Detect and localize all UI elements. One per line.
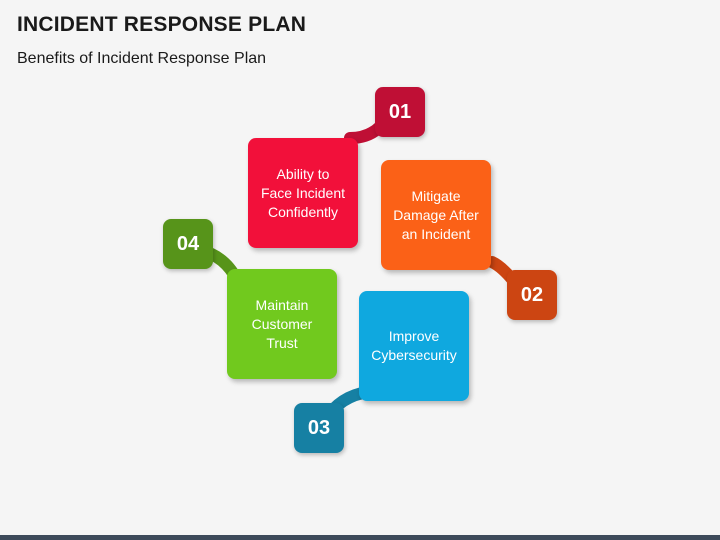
number-badge-01: 01 — [375, 87, 425, 137]
number-badge-03: 03 — [294, 403, 344, 453]
number-badge-04: 04 — [163, 219, 213, 269]
benefit-box-03: Improve Cybersecurity — [359, 291, 469, 401]
benefit-box-02: Mitigate Damage After an Incident — [381, 160, 491, 270]
bottom-bar — [0, 535, 720, 540]
page-title: INCIDENT RESPONSE PLAN — [17, 13, 307, 36]
benefit-box-01: Ability to Face Incident Confidently — [248, 138, 358, 248]
benefit-box-04: Maintain Customer Trust — [227, 269, 337, 379]
number-badge-02: 02 — [507, 270, 557, 320]
page-subtitle: Benefits of Incident Response Plan — [17, 50, 267, 67]
